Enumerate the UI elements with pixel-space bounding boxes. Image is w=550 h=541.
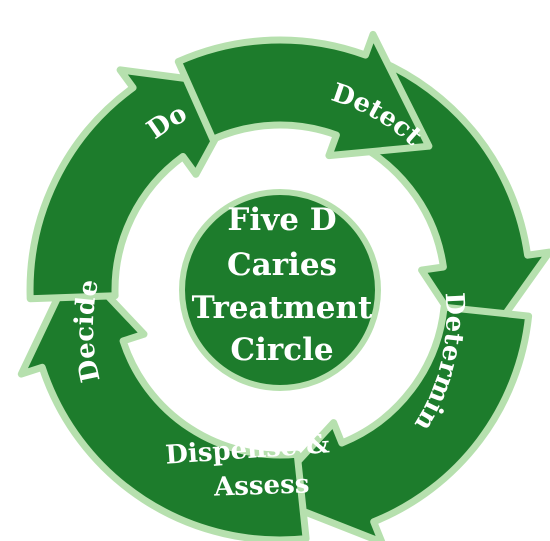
center-line-1: Five D (227, 202, 336, 238)
center-line-4: Circle (230, 332, 333, 368)
center-line-2: Caries (227, 247, 337, 283)
label-assess: Assess (213, 469, 310, 502)
center-line-3: Treatment (192, 290, 373, 326)
cycle-arrows (17, 30, 550, 541)
arrow-decide (26, 66, 248, 303)
center-circle (179, 189, 381, 391)
arrow-dispense (17, 257, 310, 541)
arrow-determine (262, 303, 533, 541)
arrow-do (174, 30, 433, 160)
